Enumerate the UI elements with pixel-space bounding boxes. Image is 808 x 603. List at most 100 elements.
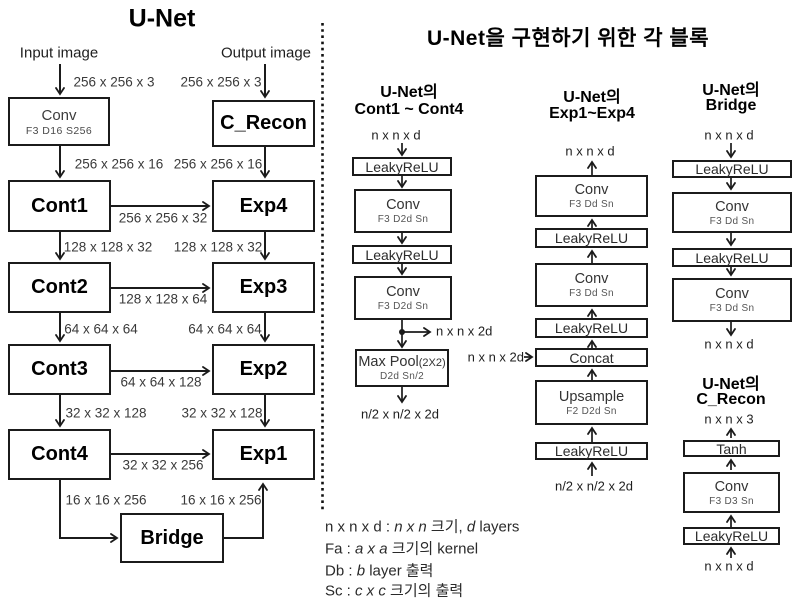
bridge-relu2-label: LeakyReLU — [695, 249, 769, 266]
exp-relu1-label: LeakyReLU — [554, 230, 629, 246]
cont-maxpool-kernel-label: (2X2) — [418, 357, 446, 369]
crecon-relu-box: LeakyReLU — [683, 527, 780, 545]
cont-relu2-box: LeakyReLU — [352, 245, 452, 264]
legend-1-text-3: layers — [475, 518, 520, 536]
dim-skip3: 64 x 64 x 128 — [120, 374, 202, 390]
exp-conv2-sublabel: F3 Dd Sn — [569, 288, 614, 299]
legend-4-italic: c x c — [355, 582, 386, 600]
legend-4-text-2: 크기의 출력 — [385, 582, 464, 600]
exp-relu2-label: LeakyReLU — [554, 320, 629, 336]
exp-upsample-sublabel: F2 D2d Sn — [566, 405, 617, 417]
exp-upsample-label: Upsample — [558, 388, 625, 405]
bridge-conv1-label: Conv — [715, 198, 749, 215]
cont1-box: Cont1 — [8, 180, 111, 232]
cont3-box-label: Cont3 — [31, 358, 88, 380]
legend-2-italic: a x a — [355, 540, 388, 558]
dim-input-right: 256 x 256 x 3 — [180, 74, 262, 90]
exp1-box-label: Exp1 — [239, 443, 288, 465]
legend-2-text: Fa : — [325, 540, 356, 558]
input-image-label: Input image — [19, 44, 99, 62]
cont4-box: Cont4 — [8, 429, 111, 480]
crecon-relu-label: LeakyReLU — [694, 528, 769, 544]
crecon-box-label: C_Recon — [220, 112, 307, 134]
exp-concat-label: Concat — [569, 349, 614, 366]
bridge-col-input-dim: n x n x d — [704, 127, 754, 143]
dim-16-left: 256 x 256 x 16 — [74, 156, 164, 172]
cont4-box-label: Cont4 — [31, 443, 88, 465]
cont-maxpool-labels: Max Pool (2X2) — [358, 354, 445, 370]
cont-col-output-dim: n/2 x n/2 x 2d — [360, 406, 440, 422]
exp-conv2-box: Conv F3 Dd Sn — [535, 263, 648, 307]
dim-32-right: 128 x 128 x 32 — [173, 239, 263, 255]
crecon-conv-sublabel: F3 D3 Sn — [709, 495, 754, 507]
dim-64-right: 64 x 64 x 64 — [188, 321, 262, 337]
crecon-col-input-dim: n x n x d — [704, 558, 754, 574]
left-title: U-Net — [128, 4, 196, 33]
exp-conv2-label: Conv — [574, 271, 609, 287]
cont-conv2-label: Conv — [386, 284, 420, 300]
bridge-box-label: Bridge — [140, 526, 204, 549]
exp2-box: Exp2 — [212, 344, 315, 395]
crecon-conv-box: Conv F3 D3 Sn — [683, 472, 780, 513]
bridge-box: Bridge — [120, 513, 224, 563]
legend-line-1: n x n x d : n x n 크기, d layers — [325, 516, 519, 537]
conv-box-sublabel: F3 D16 S256 — [25, 124, 93, 137]
legend-1-text-2: 크기, — [426, 518, 467, 536]
dim-skip1: 256 x 256 x 32 — [118, 210, 208, 226]
legend-1-text: n x n x d : — [325, 518, 395, 536]
exp-concat-input-dim: n x n x 2d — [467, 349, 524, 365]
exp-col-input-dim: n/2 x n/2 x 2d — [554, 478, 634, 494]
cont-branch-out-dim: n x n x 2d — [436, 323, 493, 339]
bridge-conv2-sublabel: F3 Dd Sn — [709, 303, 755, 314]
exp4-box-label: Exp4 — [239, 194, 288, 217]
exp-col-output-dim: n x n x d — [565, 143, 615, 159]
cont-relu2-label: LeakyReLU — [365, 246, 439, 263]
right-title: U-Net을 구현하기 위한 각 블록 — [426, 27, 710, 50]
dim-128-right: 32 x 32 x 128 — [181, 405, 263, 421]
dim-256-right: 16 x 16 x 256 — [180, 492, 262, 508]
exp-conv1-label: Conv — [574, 182, 609, 198]
bridge-relu2-box: LeakyReLU — [672, 248, 792, 267]
crecon-box: C_Recon — [212, 100, 315, 147]
bridge-conv2-box: Conv F3 Dd Sn — [672, 278, 792, 322]
cont-conv2-sublabel: F3 D2d Sn — [377, 301, 429, 312]
cont-col-header-2: Cont1 ~ Cont4 — [354, 101, 464, 118]
exp-conv1-sublabel: F3 Dd Sn — [569, 199, 614, 210]
cont-col-header-1: U-Net의 — [380, 84, 438, 101]
cont-conv2-box: Conv F3 D2d Sn — [354, 276, 452, 320]
cont-relu1-box: LeakyReLU — [352, 157, 452, 176]
bridge-col-header-1: U-Net의 — [702, 82, 760, 99]
bridge-relu1-label: LeakyReLU — [695, 161, 769, 177]
dim-skip4: 32 x 32 x 256 — [122, 457, 204, 473]
exp2-box-label: Exp2 — [239, 358, 288, 380]
dim-128-left: 32 x 32 x 128 — [65, 405, 147, 421]
cont-conv1-sublabel: F3 D2d Sn — [377, 214, 429, 225]
legend-line-3: Db : b layer 출력 — [325, 560, 433, 581]
bridge-conv1-sublabel: F3 Dd Sn — [709, 215, 755, 227]
exp3-box: Exp3 — [212, 262, 315, 313]
exp-conv1-box: Conv F3 Dd Sn — [535, 175, 648, 217]
legend-3-text-2: layer 출력 — [365, 562, 434, 580]
cont-conv1-box: Conv F3 D2d Sn — [354, 189, 452, 233]
exp4-box: Exp4 — [212, 180, 315, 232]
exp-relu3-box: LeakyReLU — [535, 442, 648, 460]
exp1-box: Exp1 — [212, 429, 315, 480]
legend-1-italic-2: d — [466, 518, 476, 536]
dim-skip2: 128 x 128 x 64 — [118, 291, 208, 307]
cont3-box: Cont3 — [8, 344, 111, 395]
cont-maxpool-label: Max Pool — [358, 354, 419, 370]
exp-upsample-box: Upsample F2 D2d Sn — [535, 380, 648, 425]
legend-4-text: Sc : — [325, 582, 356, 600]
output-image-label: Output image — [220, 44, 312, 62]
crecon-col-header-2: C_Recon — [696, 391, 766, 408]
cont-col-input-dim: n x n x d — [371, 127, 421, 143]
bridge-relu1-box: LeakyReLU — [672, 160, 792, 178]
exp-concat-box: Concat — [535, 348, 648, 367]
legend-line-4: Sc : c x c 크기의 출력 — [325, 580, 463, 601]
crecon-tanh-box: Tanh — [683, 440, 780, 457]
bridge-conv2-label: Conv — [715, 286, 749, 302]
conv-box-label: Conv — [41, 106, 77, 124]
exp-col-header-1: U-Net의 — [563, 89, 621, 106]
